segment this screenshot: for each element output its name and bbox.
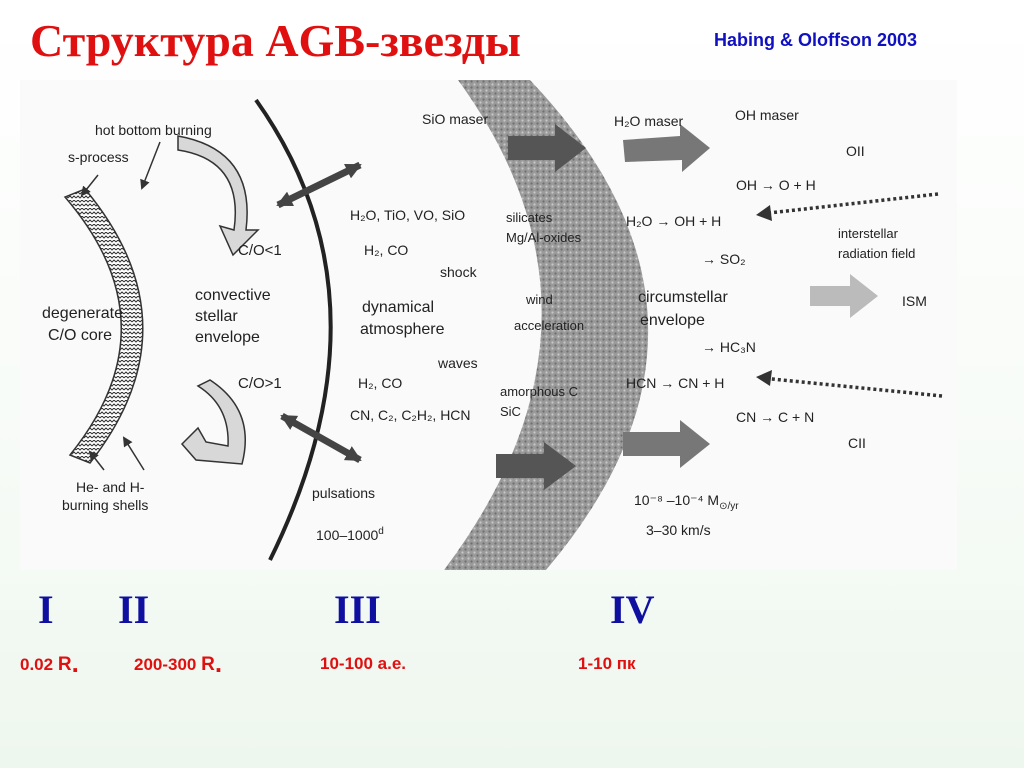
zone-scale-3: 10-100 а.е. (320, 654, 407, 673)
sio-maser-label: SiO maser (422, 111, 488, 127)
dyn-atmosphere-label-2: atmosphere (360, 321, 445, 338)
hot-bottom-pointer (140, 141, 161, 190)
atmosphere-boundary-arc (254, 98, 333, 561)
hc3n-label: → HC₃N (702, 339, 756, 355)
shock-label: shock (440, 264, 478, 280)
oh-maser-label: OH maser (735, 107, 799, 123)
outflow-arrow-right-upper (623, 124, 710, 172)
oh-reaction-label: OH → O + H (736, 177, 816, 193)
outflow-arrow-upper (508, 124, 586, 172)
isrf-label-2: radiation field (838, 246, 915, 261)
radiation-arrow-upper (759, 192, 939, 216)
page-title: Структура AGB-звезды (30, 15, 521, 66)
silicates-label-2: Mg/Al-oxides (506, 230, 582, 245)
velocity-label: 3–30 km/s (646, 522, 711, 538)
zone-scale-1: 0.02 R. (20, 648, 79, 678)
dust-band (444, 80, 649, 570)
amorphous-label-1: amorphous C (500, 384, 578, 399)
hot-bottom-label: hot bottom burning (95, 122, 212, 138)
shell-pointer-left (88, 450, 105, 471)
burning-shell-band (63, 188, 144, 464)
circumstellar-label-2: envelope (640, 312, 705, 329)
circumstellar-label-1: circumstellar (638, 289, 728, 306)
oii-label: OII (846, 143, 865, 159)
convection-arrow-lower (180, 379, 246, 465)
radiation-arrow-lower (761, 376, 943, 398)
molecules-o-rich-2: H₂, CO (364, 242, 408, 258)
so2-label: → SO₂ (702, 251, 746, 267)
amorphous-label-2: SiC (500, 404, 521, 419)
core-label-1: degenerate (42, 305, 123, 322)
zone-scale-2: 200-300 R. (134, 648, 223, 678)
shells-label-2: burning shells (62, 497, 148, 513)
s-process-label: s-process (68, 149, 129, 165)
pulsations-label: pulsations (312, 485, 375, 501)
agb-structure-diagram: hot bottom burning s-process degenerate … (20, 80, 957, 570)
cn-reaction-label: CN → C + N (736, 409, 814, 425)
shell-pointer-right (122, 436, 145, 471)
shells-label-1: He- and H- (76, 479, 145, 495)
wind-label-2: acceleration (514, 318, 584, 333)
wind-label-1: wind (525, 292, 553, 307)
molecules-c-rich-1: H₂, CO (358, 375, 402, 391)
outflow-arrow-lower (496, 442, 576, 490)
core-label-2: C/O core (48, 327, 112, 344)
co-lt-label: C/O<1 (238, 242, 282, 259)
mass-loss-label: 10⁻⁸ –10⁻⁴ M⊙/yr (634, 492, 739, 512)
zone-label-4: IV (610, 587, 655, 632)
waves-label: waves (437, 355, 478, 371)
radiation-arrowhead-upper (756, 205, 772, 221)
period-label: 100–1000d (316, 526, 384, 543)
envelope-label-2: stellar (195, 308, 238, 325)
molecules-c-rich-2: CN, C₂, C₂H₂, HCN (350, 407, 471, 423)
envelope-label-1: convective (195, 287, 271, 304)
exchange-arrow-lower (280, 412, 362, 464)
cii-label: CII (848, 435, 866, 451)
exchange-arrow-upper (276, 161, 362, 209)
zone-label-1: I (38, 587, 54, 632)
hcn-reaction-label: HCN → CN + H (626, 375, 724, 391)
convection-arrow-upper (177, 135, 260, 257)
zone-scale-4: 1-10 пк (578, 654, 636, 673)
co-gt-label: C/O>1 (238, 375, 282, 392)
ism-label: ISM (902, 293, 927, 309)
h2o-maser-label: H₂O maser (614, 113, 684, 129)
ism-arrow (810, 274, 878, 318)
envelope-label-3: envelope (195, 329, 260, 346)
radiation-arrowhead-lower (756, 370, 772, 386)
citation: Habing & Oloffson 2003 (714, 30, 918, 50)
isrf-label-1: interstellar (838, 226, 899, 241)
zone-label-2: II (118, 587, 150, 632)
silicates-label-1: silicates (506, 210, 553, 225)
zone-label-3: III (334, 587, 381, 632)
s-process-pointer (80, 174, 99, 197)
dyn-atmosphere-label-1: dynamical (362, 299, 434, 316)
h2o-reaction-label: H₂O → OH + H (626, 213, 721, 229)
molecules-o-rich-1: H₂O, TiO, VO, SiO (350, 207, 465, 223)
outflow-arrow-right-lower (623, 420, 710, 468)
